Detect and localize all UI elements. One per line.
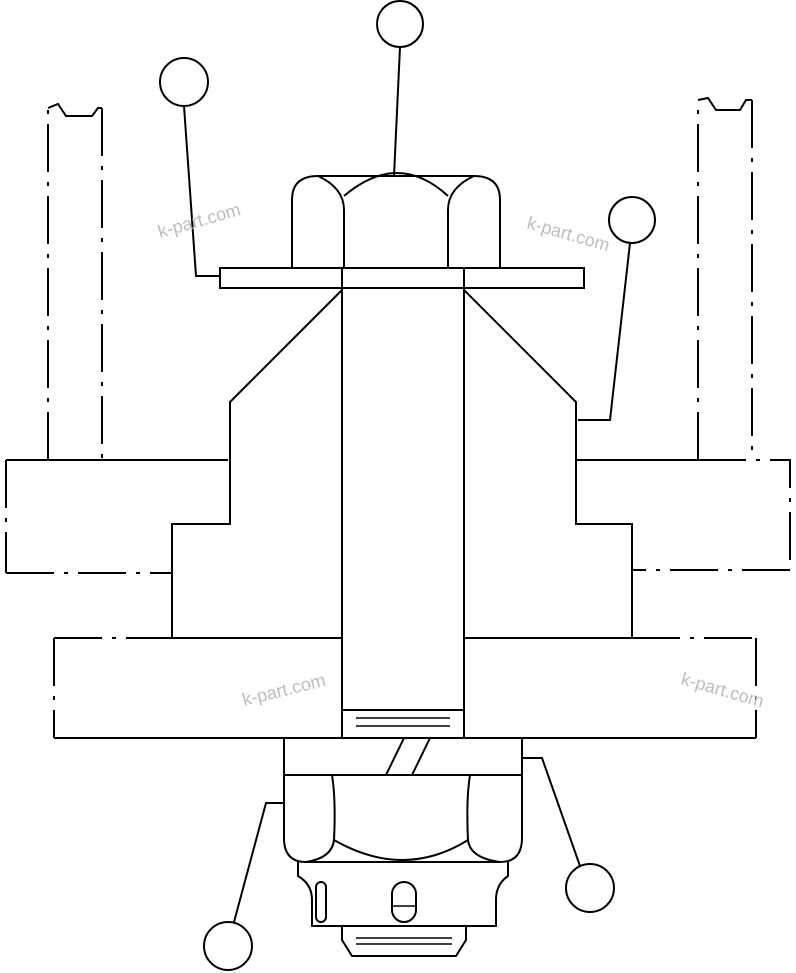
upper-right-block bbox=[576, 459, 791, 571]
watermark: k-part.com bbox=[525, 213, 612, 256]
callout-lower-left bbox=[203, 802, 284, 971]
watermark: k-part.com bbox=[156, 199, 243, 242]
nut-slot-center bbox=[391, 881, 417, 923]
spindle-housing bbox=[171, 289, 633, 638]
bolt-shank bbox=[341, 268, 465, 738]
callout-lower-right bbox=[522, 757, 615, 913]
callout-upper-left bbox=[159, 57, 220, 277]
nut-slot-left bbox=[315, 881, 327, 923]
watermark: k-part.com bbox=[240, 670, 327, 710]
washer bbox=[219, 267, 585, 289]
left-frame-member bbox=[47, 102, 103, 460]
lower-plate bbox=[53, 637, 757, 739]
lower-nut bbox=[283, 737, 523, 957]
upper-left-block bbox=[5, 459, 228, 574]
callout-upper-right bbox=[578, 196, 656, 421]
watermark: k-part.com bbox=[679, 669, 766, 712]
right-frame-member bbox=[697, 96, 753, 460]
bolt-head bbox=[291, 172, 501, 268]
callout-top bbox=[376, 0, 424, 177]
